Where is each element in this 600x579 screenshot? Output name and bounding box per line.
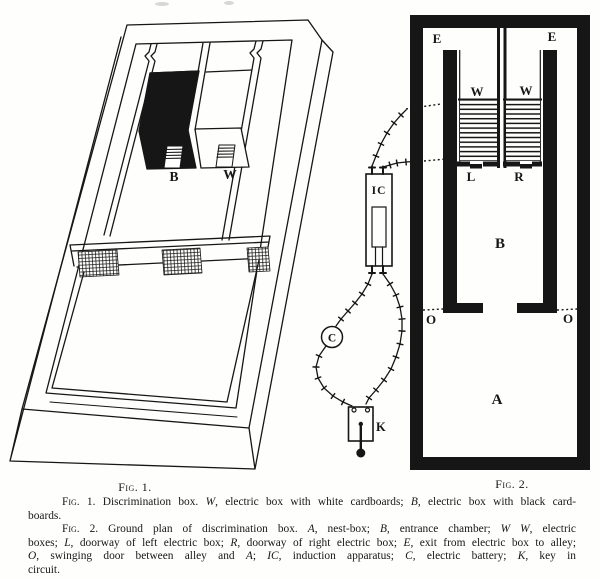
fig2-electric-boxes: [456, 50, 542, 169]
wire-coil-to-key: [365, 273, 406, 405]
label-swing-door-left: O: [426, 312, 436, 327]
caption-block: Fig. 1. Discrimination box. W, electric …: [28, 496, 576, 578]
induction-apparatus: IC: [365, 165, 393, 275]
caption-line: circuit.: [28, 563, 60, 576]
fig1-front-chamber: [49, 259, 260, 418]
battery-label: C: [328, 333, 336, 345]
circuit-diagram: IC C K: [312, 109, 422, 458]
fig1-caption: Fig. 1.: [118, 480, 152, 494]
label-door-right: R: [514, 169, 524, 184]
mesh-door-left: [77, 249, 120, 278]
label-entrance-chamber: B: [495, 236, 505, 252]
fig2-ground-plan: E E W W L R B O O A: [405, 15, 590, 470]
label-nest-box: A: [492, 392, 503, 408]
caption-line: boxes; L, doorway of left electric box; …: [28, 536, 577, 549]
label-swing-door-right: O: [563, 311, 573, 326]
battery: C: [320, 325, 344, 349]
caption-line: boards.: [28, 509, 62, 522]
wire-battery-to-key: [312, 345, 353, 407]
fig1-discrimination-box: B W: [9, 1, 334, 470]
fig1-white-electric-box: [194, 127, 250, 169]
mesh-door-center: [161, 247, 203, 276]
electric-box-doorways: [456, 161, 542, 169]
wire-coil-to-left-box: [371, 109, 407, 167]
caption-line: Fig. 1. Discrimination box. W, electric …: [62, 496, 576, 508]
fig2-labels: E E W W L R B O O A: [426, 29, 573, 408]
telegraph-key: K: [347, 406, 386, 458]
caption-line: O, swinging door between alley and A; IC…: [28, 550, 576, 563]
partition-left-alley: [103, 43, 158, 237]
fig2-alley-walls: [443, 50, 557, 313]
mesh-door-right: [246, 246, 271, 273]
fig1-label-white-box: W: [223, 167, 237, 182]
black-box-doorway: [163, 145, 184, 169]
wire-coil-to-battery: [335, 273, 373, 327]
label-exit-right: E: [548, 29, 557, 44]
key-label: K: [376, 420, 386, 434]
label-door-left: L: [467, 169, 476, 184]
label-exit-left: E: [433, 31, 442, 46]
grid-floor-left: [460, 100, 497, 161]
label-electric-right: W: [520, 83, 533, 98]
apparatus-drawings: B W IC C: [9, 1, 590, 470]
fig1-middle-wall: [69, 235, 271, 278]
label-electric-left: W: [471, 84, 484, 99]
grid-floor-right: [506, 100, 540, 161]
fig1-outer-box: [9, 19, 334, 470]
fig2-central-divider: [497, 26, 507, 168]
white-box-doorway: [215, 144, 236, 168]
fig1-label-black-box: B: [169, 169, 178, 184]
fig1-black-electric-box: [138, 70, 200, 170]
fig2-dotted-lines: [405, 103, 578, 311]
print-smudge: [155, 1, 234, 6]
induction-apparatus-label: IC: [372, 185, 387, 197]
fig2-caption: Fig. 2.: [495, 477, 529, 491]
caption-line: Fig. 2. Ground plan of discrimination bo…: [62, 523, 576, 536]
partition-right-alley: [221, 40, 264, 241]
